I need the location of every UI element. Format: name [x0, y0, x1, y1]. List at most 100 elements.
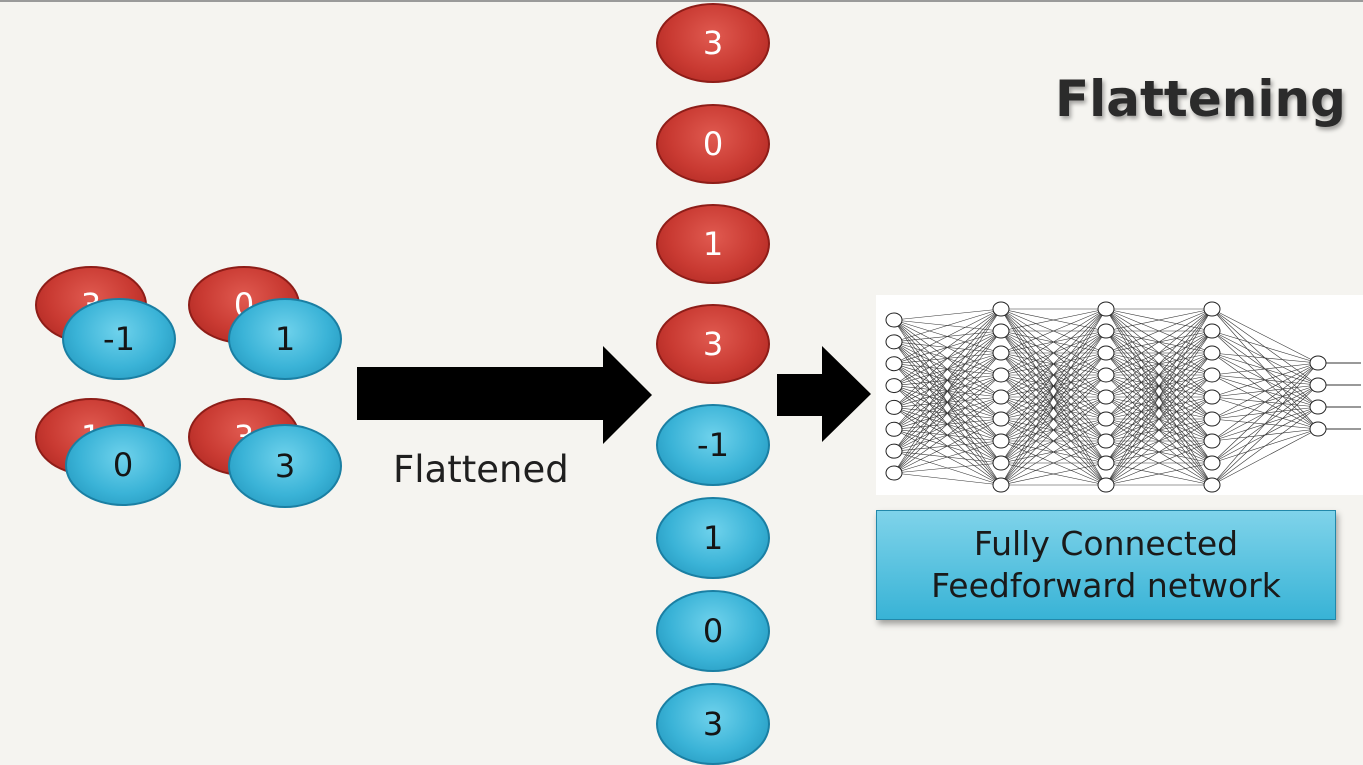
- network-node: [885, 421, 903, 437]
- vector-node: 1: [656, 497, 770, 579]
- network-edge: [893, 330, 1002, 474]
- network-edge: [1105, 440, 1213, 486]
- slide-title: Flattening: [1055, 70, 1346, 128]
- network-node: [992, 323, 1010, 339]
- network-node: [1203, 477, 1221, 493]
- network-node: [885, 312, 903, 328]
- network-edge: [1105, 308, 1213, 420]
- network-node: [1097, 367, 1115, 383]
- network-edge: [893, 308, 1002, 321]
- network-node: [1203, 323, 1221, 339]
- network-edge: [1105, 308, 1213, 354]
- network-node: [1309, 399, 1327, 415]
- network-edge: [893, 352, 1002, 474]
- network-edge: [1211, 330, 1319, 364]
- vector-node: -1: [656, 404, 770, 486]
- network-edge: [1000, 308, 1107, 442]
- network-node: [992, 367, 1010, 383]
- network-node: [1309, 421, 1327, 437]
- network-edge: [1211, 428, 1319, 486]
- network-node: [1203, 433, 1221, 449]
- network-edge: [893, 462, 1002, 474]
- vector-node: 0: [656, 104, 770, 184]
- network-edge: [1000, 440, 1107, 486]
- vector-node: 3: [656, 304, 770, 384]
- network-node: [885, 378, 903, 394]
- network-edge: [893, 374, 1002, 474]
- network-edge: [893, 440, 1002, 474]
- network-edge: [1000, 418, 1107, 486]
- network-node: [1097, 389, 1115, 405]
- network-edge: [893, 396, 1002, 474]
- top-border: [0, 0, 1363, 2]
- network-node: [1309, 355, 1327, 371]
- network-node: [1203, 455, 1221, 471]
- network-node: [992, 345, 1010, 361]
- network-edge: [1000, 374, 1107, 486]
- network-node: [1097, 411, 1115, 427]
- network-edge: [893, 308, 1002, 474]
- network-edge: [1000, 308, 1107, 420]
- network-edge: [1000, 308, 1107, 398]
- vector-node: 3: [656, 3, 770, 83]
- network-edge: [1105, 330, 1213, 486]
- network-edge: [1211, 362, 1319, 464]
- network-node: [1203, 367, 1221, 383]
- network-edge: [893, 308, 1002, 364]
- small-arrow-icon: [777, 346, 871, 442]
- network-edge: [1000, 308, 1107, 332]
- network-edge: [1000, 462, 1107, 486]
- network-node: [992, 411, 1010, 427]
- caption-line-1: Fully Connected: [973, 524, 1239, 563]
- network-edge: [1105, 308, 1213, 332]
- network-node: [992, 455, 1010, 471]
- network-node: [992, 389, 1010, 405]
- network-edge: [1000, 330, 1107, 486]
- vector-node: 3: [656, 683, 770, 765]
- network-node: [1309, 377, 1327, 393]
- network-edge: [1000, 308, 1107, 486]
- network-edge: [1211, 352, 1319, 364]
- network-edge: [1105, 308, 1213, 398]
- network-edge: [893, 418, 1002, 474]
- network-edge: [893, 308, 1002, 386]
- network-node: [1203, 389, 1221, 405]
- caption-line-2: Feedforward network: [931, 566, 1281, 605]
- blue-node: 1: [228, 298, 342, 380]
- vector-node: 0: [656, 590, 770, 672]
- network-node: [1203, 411, 1221, 427]
- network-edge: [1105, 308, 1213, 442]
- network-edge: [1211, 362, 1319, 442]
- network-edge: [1211, 406, 1319, 486]
- network-edge: [1000, 396, 1107, 486]
- network-edge: [893, 308, 1002, 430]
- network-edge: [893, 308, 1002, 452]
- network-edge: [1000, 308, 1107, 354]
- flattened-label: Flattened: [393, 448, 569, 491]
- network-edge: [1211, 362, 1319, 398]
- network-node: [1097, 477, 1115, 493]
- network-node: [1203, 301, 1221, 317]
- network-edge: [1105, 374, 1213, 486]
- network-edge: [1211, 362, 1319, 420]
- network-edge: [1105, 396, 1213, 486]
- network-graph: [885, 301, 1361, 493]
- network-node: [1203, 345, 1221, 361]
- network-node: [885, 465, 903, 481]
- network-node: [885, 443, 903, 459]
- network-edge: [1211, 384, 1319, 486]
- network-edge: [1105, 352, 1213, 486]
- network-caption-box: Fully Connected Feedforward network: [876, 510, 1336, 620]
- network-node: [885, 399, 903, 415]
- network-node: [1097, 323, 1115, 339]
- network-edge: [1211, 362, 1319, 376]
- network-edge: [893, 308, 1002, 408]
- network-node: [1097, 301, 1115, 317]
- network-node: [992, 433, 1010, 449]
- network-edge: [1211, 362, 1319, 486]
- blue-node: 3: [228, 424, 342, 508]
- network-edge: [1000, 308, 1107, 376]
- network-diagram: [876, 295, 1363, 495]
- network-node: [992, 477, 1010, 493]
